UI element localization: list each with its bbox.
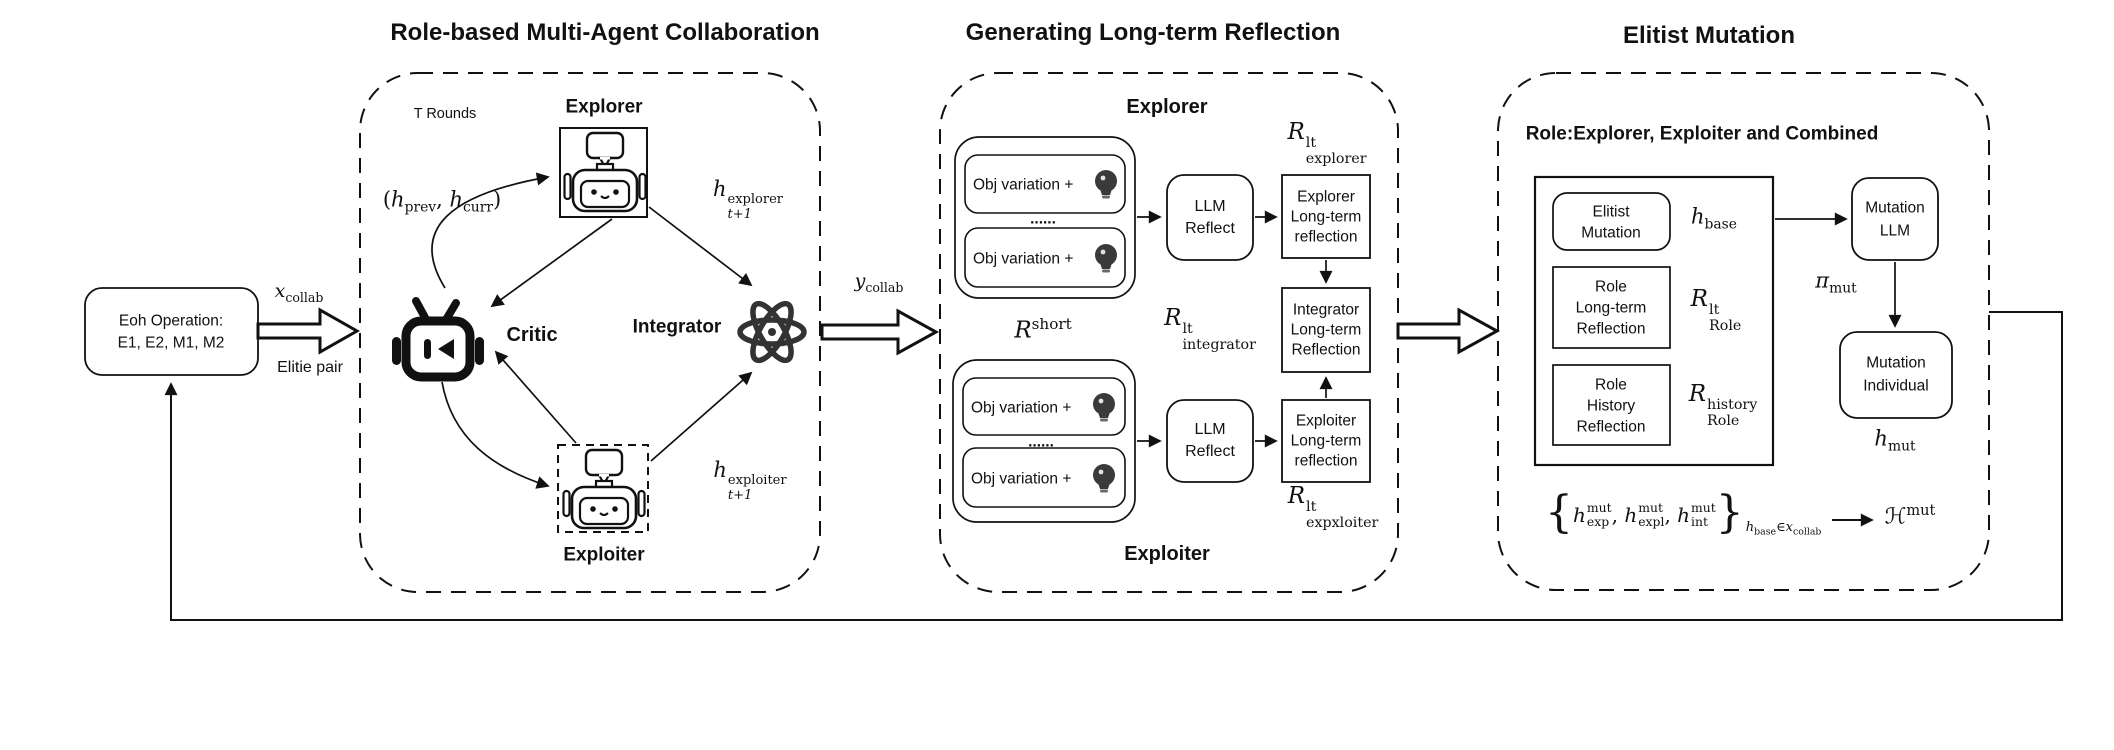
role-heading: Role:Explorer, Exploiter and Combined xyxy=(1525,123,1879,145)
integrator-lt-line1: Integrator xyxy=(1292,301,1360,319)
integrator-atom-icon xyxy=(737,300,807,364)
y-collab-arrow xyxy=(820,308,940,356)
obj-variation-label-1: Obj variation + xyxy=(973,176,1074,194)
obj-variation-box-1 xyxy=(964,154,1126,214)
h-prev-curr-label: (hprev, hcurr) xyxy=(382,187,502,216)
collaboration-title: Role-based Multi-Agent Collaboration xyxy=(390,18,820,46)
role-history-line2: History xyxy=(1586,397,1636,415)
critic-to-explorer-arrow xyxy=(431,172,550,289)
llm-reflect-line1-a: LLM xyxy=(1194,198,1226,216)
exploiter-to-critic-arrow xyxy=(494,350,577,444)
role-lt-line3: Reflection xyxy=(1576,320,1646,338)
integrator-lt-line3: Reflection xyxy=(1291,341,1361,359)
exploiter-lt-line1: Exploiter xyxy=(1295,412,1357,430)
obj-variation-box-3 xyxy=(962,377,1126,436)
mutation-llm-box xyxy=(1851,177,1939,261)
y-collab-label: ycollab xyxy=(854,270,904,295)
dots-label-2: ...... xyxy=(1028,433,1054,451)
exploiter-label: Exploiter xyxy=(563,544,645,566)
exploiter-to-integrator-arrow xyxy=(650,371,753,462)
role-lt-line2: Long-term xyxy=(1575,299,1647,317)
integrator-lt-line2: Long-term xyxy=(1290,321,1362,339)
explorer-longterm-box xyxy=(1281,174,1371,259)
mutation-individual-line2: Individual xyxy=(1863,377,1929,395)
mutation-individual-line1: Mutation xyxy=(1866,354,1926,372)
dots-label-1: ...... xyxy=(1030,210,1056,228)
critic-robot-icon xyxy=(392,297,484,382)
explorer-lt-line3: reflection xyxy=(1294,228,1358,246)
explorer-to-integrator-arrow xyxy=(648,206,753,287)
critic-label: Critic xyxy=(506,324,558,346)
exploiter-lt-line3: reflection xyxy=(1294,452,1358,470)
integrator-longterm-box xyxy=(1281,287,1371,373)
mutation-panel xyxy=(1497,72,1990,591)
mutation-llm-line1: Mutation xyxy=(1865,199,1925,217)
obj-variation-label-4: Obj variation + xyxy=(971,470,1072,488)
x-collab-label: xcollab xyxy=(274,280,324,305)
reflection-exploiter-heading: Exploiter xyxy=(1124,543,1210,565)
x-collab-arrow xyxy=(256,307,361,355)
feedback-loop-line xyxy=(164,311,2063,621)
eoh-operation-box xyxy=(84,287,259,376)
h-mut-label: hmut xyxy=(1874,426,1916,455)
role-lt-line1: Role xyxy=(1595,278,1627,296)
elitist-mutation-box xyxy=(1552,192,1671,251)
obj-variation-label-3: Obj variation + xyxy=(971,399,1072,417)
role-history-line3: Reflection xyxy=(1576,418,1646,436)
role-history-line1: Role xyxy=(1595,376,1627,394)
obj-variation-label-2: Obj variation + xyxy=(973,250,1074,268)
mutation-llm-line2: LLM xyxy=(1879,222,1911,240)
reflection-title: Generating Long-term Reflection xyxy=(965,18,1341,46)
llm-reflect-line2-b: Reflect xyxy=(1185,443,1235,461)
exploiter-longterm-box xyxy=(1281,399,1371,483)
collaboration-panel xyxy=(359,72,821,593)
explorer-lt-line2: Long-term xyxy=(1290,208,1362,226)
exploiter-lt-line2: Long-term xyxy=(1290,432,1362,450)
explorer-label: Explorer xyxy=(565,96,643,118)
panel-transfer-arrow xyxy=(1396,307,1501,355)
elitie-pair-label: Elitie pair xyxy=(277,359,343,377)
eoh-box-line1: Eoh Operation: xyxy=(118,312,224,330)
mutation-individual-box xyxy=(1839,331,1953,419)
llm-reflect-line2-a: Reflect xyxy=(1185,220,1235,238)
mutation-title: Elitist Mutation xyxy=(1623,21,1795,49)
pi-mut-label: πmut xyxy=(1815,268,1857,297)
llm-reflect-line1-b: LLM xyxy=(1194,421,1226,439)
eoh-box-line2: E1, E2, M1, M2 xyxy=(117,334,225,352)
explorer-lt-line1: Explorer xyxy=(1297,188,1355,206)
obj-variation-box-4 xyxy=(962,447,1126,508)
llm-reflect-box-explorer xyxy=(1166,174,1254,261)
elitist-box-line1: Elitist xyxy=(1592,203,1630,221)
integrator-label: Integrator xyxy=(632,316,722,338)
elitist-box-line2: Mutation xyxy=(1581,224,1641,242)
t-rounds-label: T Rounds xyxy=(413,106,477,123)
h-base-label: hbase xyxy=(1691,204,1737,233)
llm-reflect-box-exploiter xyxy=(1166,399,1254,483)
explorer-to-critic-arrow xyxy=(490,218,613,308)
r-short-label: Rshort xyxy=(1014,315,1072,344)
h-set-mut-label: ℋmut xyxy=(1884,503,1936,530)
obj-variation-box-2 xyxy=(964,227,1126,288)
critic-to-exploiter-arrow xyxy=(441,381,550,489)
role-history-box xyxy=(1552,364,1671,446)
reflection-explorer-heading: Explorer xyxy=(1126,96,1208,118)
role-longterm-box xyxy=(1552,266,1671,349)
